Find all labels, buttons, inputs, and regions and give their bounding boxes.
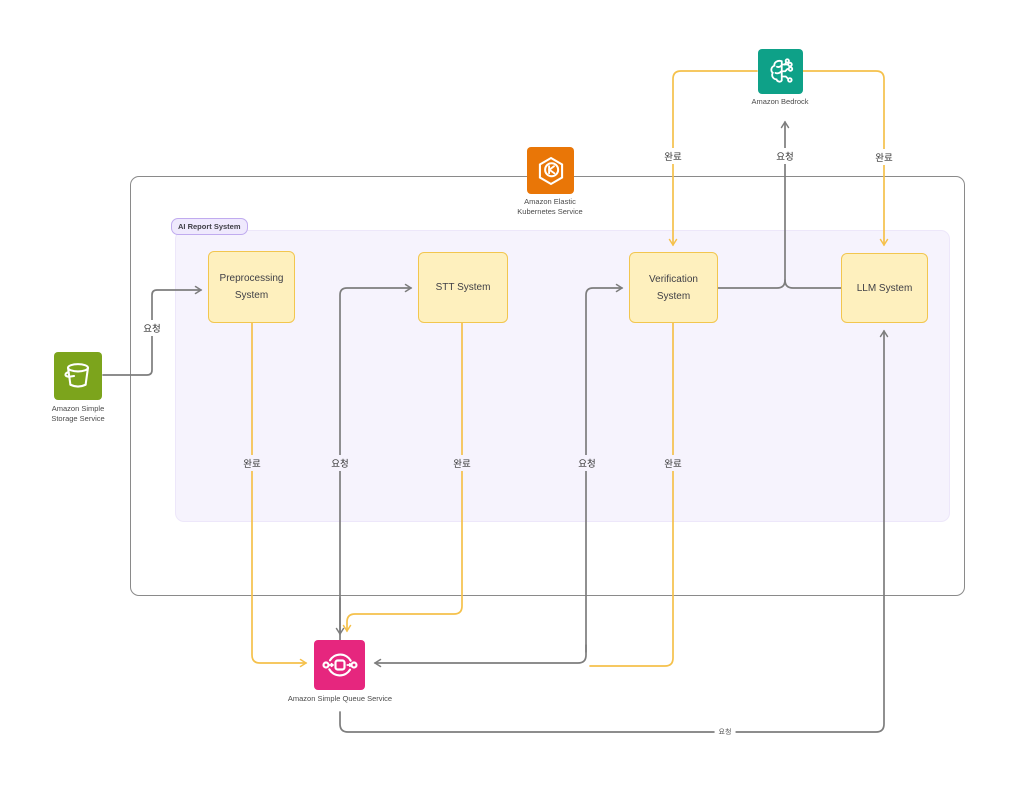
bedrock-label: Amazon Bedrock — [751, 97, 809, 106]
flow-label-request: 요청 — [328, 455, 352, 471]
node-verification-system[interactable]: Verification System — [629, 252, 718, 323]
node-label: Preprocessing System — [219, 273, 284, 301]
edge-bedrock-to-verification-complete — [668, 70, 758, 247]
eks-hexagon-icon[interactable] — [527, 147, 574, 194]
bedrock-brain-circuit-icon[interactable] — [758, 49, 803, 94]
flow-label-request: 요청 — [714, 727, 736, 737]
s3-label: Amazon Simple Storage Service — [51, 404, 105, 424]
node-label: STT System — [435, 282, 491, 293]
flow-label-complete: 완료 — [240, 455, 264, 471]
node-label: Verification System — [649, 273, 698, 302]
flow-label-request: 요청 — [575, 455, 599, 471]
flow-label-complete: 완료 — [661, 455, 685, 471]
edge-preprocessing-to-sqs-complete — [251, 322, 308, 668]
flow-label-complete: 완료 — [872, 149, 896, 165]
edge-into-sqs-right-arrow — [373, 644, 587, 668]
edge-sqs-to-stt-request — [339, 283, 413, 641]
sqs-queue-icon[interactable] — [314, 640, 365, 690]
edge-verification-to-bedrock-request — [717, 120, 790, 289]
node-llm-system[interactable]: LLM System — [841, 253, 928, 323]
edge-llm-to-bedrock-branch — [784, 279, 842, 289]
flow-label-complete: 완료 — [450, 455, 474, 471]
flow-label-request: 요청 — [140, 320, 164, 336]
eks-glyph — [538, 156, 563, 185]
group-tag: AI Report System — [171, 218, 248, 235]
ai-report-system-group[interactable] — [175, 230, 950, 522]
bedrock-glyph — [769, 57, 793, 83]
edge-sqs-to-verification-request — [585, 283, 624, 653]
edge-sqs-to-llm-request — [339, 329, 889, 733]
sqs-glyph — [321, 653, 358, 677]
edge-bedrock-to-llm-complete — [801, 70, 889, 247]
edge-stt-to-sqs-complete — [342, 322, 463, 633]
edge-verification-to-sqs-complete — [589, 322, 674, 667]
eks-label: Amazon Elastic Kubernetes Service — [517, 197, 583, 217]
flow-label-request: 요청 — [773, 148, 797, 164]
node-stt-system[interactable]: STT System — [418, 252, 508, 323]
sqs-label: Amazon Simple Queue Service — [287, 694, 393, 703]
s3-bucket-glyph — [64, 363, 90, 388]
node-preprocessing-system[interactable]: Preprocessing System — [208, 251, 295, 323]
flow-label-complete: 완료 — [661, 148, 685, 164]
node-label: LLM System — [856, 282, 913, 294]
s3-bucket-icon[interactable] — [54, 352, 102, 400]
